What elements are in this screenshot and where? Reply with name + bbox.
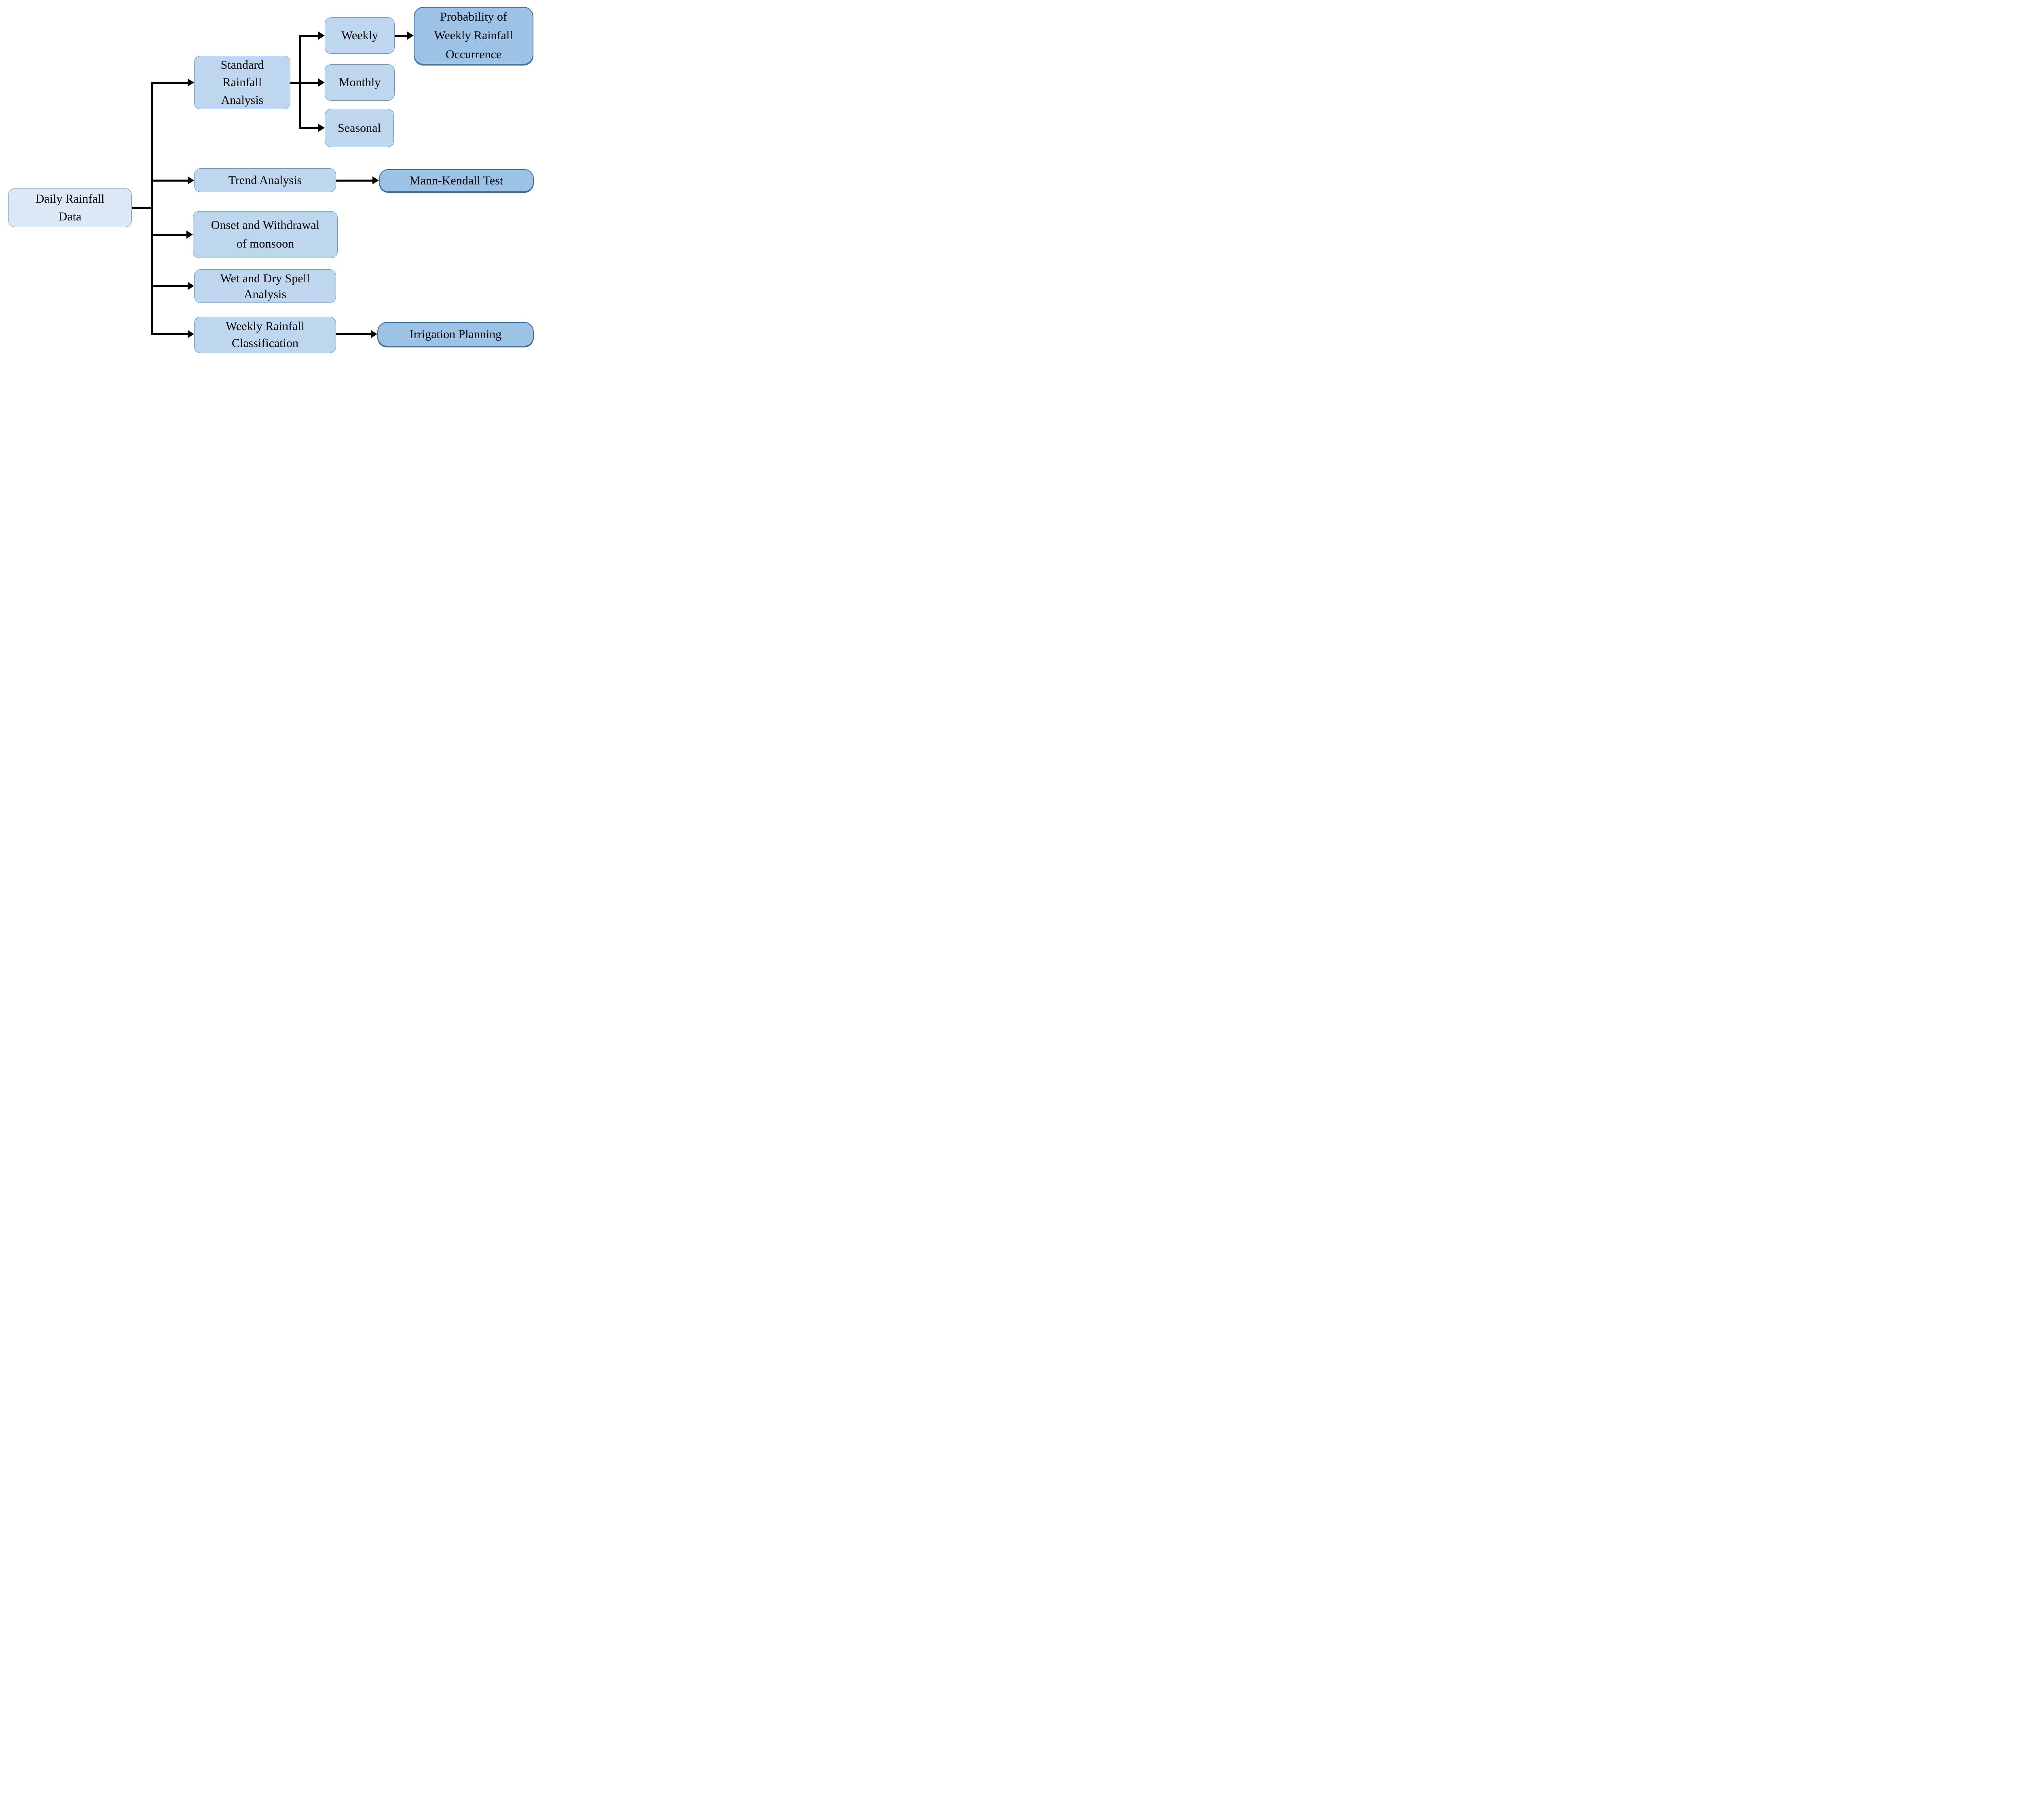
- node-onset-and-withdrawal-of-monsoon: Onset and Withdrawal of monsoon: [193, 211, 338, 258]
- node-trend-analysis: Trend Analysis: [194, 168, 336, 192]
- connector-daily-to-trunk: [132, 207, 153, 209]
- node-seasonal: Seasonal: [325, 109, 394, 147]
- connector-trunk-to-wet-dry: [152, 285, 188, 287]
- node-wet-and-dry-spell-analysis: Wet and Dry Spell Analysis: [194, 269, 336, 303]
- arrowhead-standard: [188, 78, 194, 87]
- node-monthly: Monthly: [325, 64, 395, 101]
- connector-weekly-to-probability: [395, 35, 408, 37]
- connector-trunk-to-trend: [152, 180, 188, 182]
- arrowhead-seasonal: [318, 124, 325, 132]
- connector-branch-to-seasonal: [300, 127, 319, 129]
- connector-main-trunk: [151, 82, 153, 335]
- arrowhead-probability: [407, 32, 414, 40]
- connector-standard-branch-trunk: [299, 35, 301, 129]
- arrowhead-onset: [186, 231, 193, 239]
- arrowhead-classification: [188, 330, 194, 338]
- connector-branch-to-weekly: [300, 35, 319, 37]
- rainfall-analysis-flowchart: Daily Rainfall Data Standard Rainfall An…: [0, 0, 636, 364]
- arrowhead-weekly: [318, 32, 325, 40]
- node-weekly: Weekly: [325, 17, 395, 54]
- arrowhead-monthly: [318, 78, 325, 87]
- node-daily-rainfall-data: Daily Rainfall Data: [8, 188, 132, 227]
- arrowhead-wet-dry: [188, 282, 194, 290]
- node-irrigation-planning: Irrigation Planning: [377, 322, 534, 347]
- connector-standard-to-monthly: [290, 82, 319, 84]
- arrowhead-mann-kendall: [372, 176, 379, 184]
- connector-trunk-to-standard: [152, 82, 188, 84]
- node-weekly-rainfall-classification: Weekly Rainfall Classification: [194, 317, 336, 353]
- connector-classification-to-irrigation: [336, 333, 371, 335]
- node-standard-rainfall-analysis: Standard Rainfall Analysis: [194, 56, 290, 109]
- connector-trunk-to-classification: [152, 333, 188, 335]
- arrowhead-irrigation: [371, 330, 377, 338]
- node-mann-kendall-test: Mann-Kendall Test: [379, 169, 534, 192]
- arrowhead-trend: [188, 176, 194, 184]
- node-probability-of-weekly-rainfall-occurrence: Probability of Weekly Rainfall Occurrenc…: [414, 7, 533, 65]
- connector-trend-to-mann-kendall: [336, 180, 373, 182]
- connector-trunk-to-onset: [152, 234, 187, 236]
